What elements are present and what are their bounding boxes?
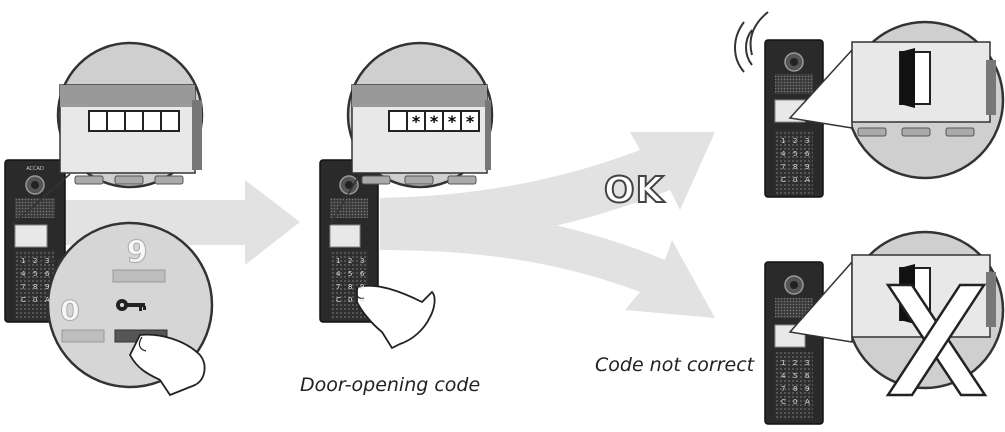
door-open-icon (899, 48, 931, 108)
keypad-digit: 3 (360, 257, 364, 265)
caption-door-opening-code: Door-opening code (300, 374, 481, 396)
keypad-digit: 2 (348, 257, 352, 265)
scene-code-entry: * * * * (319, 41, 494, 350)
keypad-digit: 9 (45, 283, 49, 291)
keypad-digit: 6 (805, 372, 810, 380)
keypad-digit: C (21, 296, 26, 304)
scene-fail (764, 230, 1005, 425)
key-icon (116, 299, 146, 311)
keypad-digit: 3 (45, 257, 49, 265)
keypad-digit: 2 (33, 257, 37, 265)
keypad-digit: 8 (793, 385, 797, 393)
keypad-digit: 7 (336, 283, 340, 291)
entry-panel-2 (319, 159, 379, 323)
arrow-fail-branch (380, 205, 715, 318)
keypad-digit: 6 (360, 270, 365, 278)
keypad-digit: 2 (793, 359, 797, 367)
mask-char: * (448, 112, 457, 131)
entry-panel-3 (764, 39, 824, 198)
keypad-digit: 7 (21, 283, 25, 291)
hand-icon (128, 333, 206, 397)
keypad-digit: 4 (21, 270, 26, 278)
code-boxes-masked: * * * * (388, 110, 480, 132)
keypad-digit: 1 (781, 359, 785, 367)
zoom-digit-9: 9 (127, 235, 148, 270)
keypad-digit: 5 (348, 270, 352, 278)
zoom-keypad: 9 0 (17, 221, 214, 397)
keypad-digit: A (805, 398, 810, 406)
keypad-digit: 5 (33, 270, 37, 278)
zoom-screen-empty (11, 41, 204, 226)
keypad-digit: 1 (336, 257, 340, 265)
ok-label: OK (603, 169, 665, 212)
keypad-digit: 9 (805, 163, 809, 171)
keypad-digit: 8 (793, 163, 797, 171)
keypad-digit: 5 (793, 150, 797, 158)
code-boxes-empty (88, 110, 180, 132)
keypad-digit: A (360, 296, 365, 304)
keypad-digit: 3 (805, 137, 809, 145)
caption-code-not-correct: Code not correct (595, 354, 755, 376)
keypad-digit: 7 (781, 163, 785, 171)
keypad-digit: 9 (360, 283, 364, 291)
keypad-digit: 6 (45, 270, 50, 278)
zoom-screen-ok (788, 20, 1005, 180)
scene-entry: ACCAD (4, 41, 214, 397)
keypad-digit: 0 (348, 296, 352, 304)
mask-char: * (412, 112, 421, 131)
hand-icon (355, 284, 436, 350)
mask-char: * (466, 112, 475, 131)
keypad-digit: 4 (781, 150, 786, 158)
keypad-digit: A (45, 296, 50, 304)
keypad-digit: C (781, 176, 786, 184)
keypad-digit: 9 (805, 385, 809, 393)
keypad-digit: 1 (21, 257, 25, 265)
keypad-digit: 1 (781, 137, 785, 145)
keypad-digit: 7 (781, 385, 785, 393)
keypad-digit: 8 (33, 283, 37, 291)
scene-ok (734, 11, 1005, 198)
keypad-digit: 4 (336, 270, 341, 278)
cross-icon (885, 283, 988, 397)
keypad-digit: 3 (805, 359, 809, 367)
brand-label: ACCAD (26, 166, 44, 172)
keypad-digit: C (336, 296, 341, 304)
keypad-digit: 8 (348, 283, 352, 291)
keypad-digit: 0 (793, 398, 797, 406)
keypad-digit: 0 (793, 176, 797, 184)
signal-waves-icon (734, 11, 769, 73)
keypad-digit: 0 (33, 296, 37, 304)
zoom-screen-masked: * * * * (329, 41, 494, 226)
keypad-digit: 6 (805, 150, 810, 158)
zoom-screen-fail (788, 230, 1005, 397)
entry-panel-4 (764, 261, 824, 425)
keypad-digit: C (781, 398, 786, 406)
keypad-digit: 4 (781, 372, 786, 380)
mask-char: * (430, 112, 439, 131)
zoom-digit-0: 0 (60, 294, 79, 327)
keypad-digit: A (805, 176, 810, 184)
keypad-digit: 2 (793, 137, 797, 145)
keypad-digit: 5 (793, 372, 797, 380)
